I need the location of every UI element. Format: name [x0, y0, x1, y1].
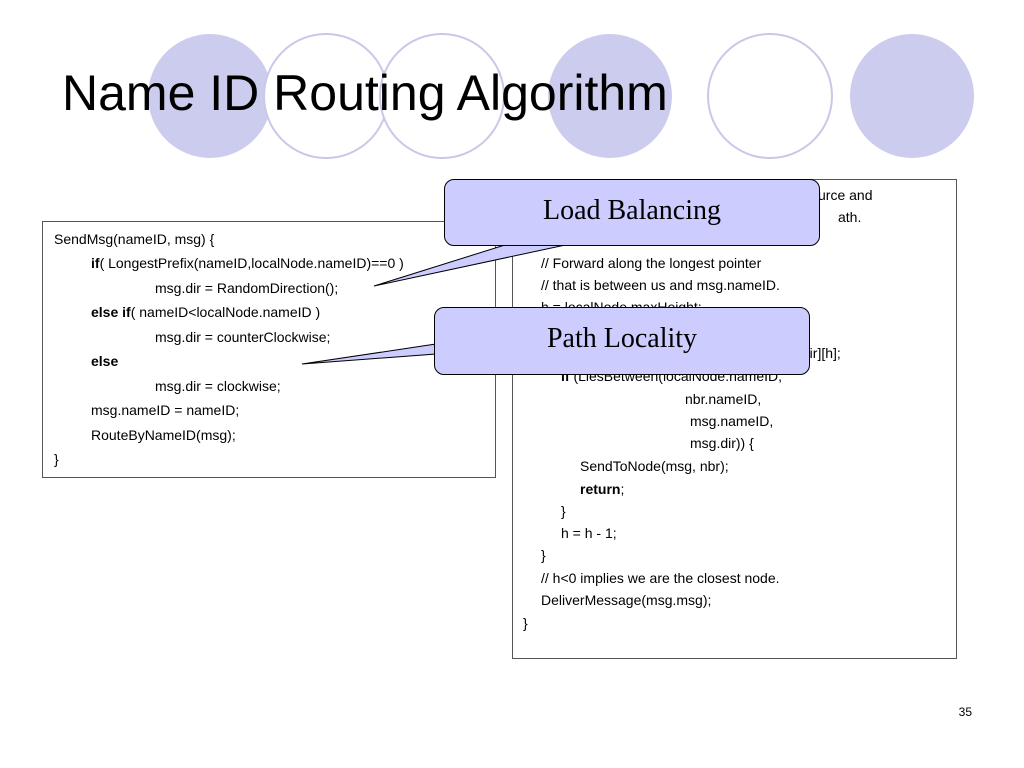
code-text: SendToNode(msg, nbr);: [580, 458, 729, 474]
code-keyword: return: [580, 481, 621, 497]
decorative-circle-filled: [850, 34, 974, 158]
code-line: return;: [580, 480, 624, 498]
code-text: urce and: [818, 187, 873, 203]
code-text: msg.dir = RandomDirection();: [155, 280, 339, 296]
code-line: RouteByNameID(msg);: [91, 426, 236, 444]
code-text: }: [523, 615, 528, 631]
path-locality-callout: Path Locality: [434, 307, 810, 375]
code-keyword: else if: [91, 304, 131, 320]
code-text: ath.: [838, 209, 862, 225]
code-line: msg.dir = clockwise;: [155, 377, 281, 395]
code-line: // Forward along the longest pointer: [541, 254, 761, 272]
code-text: msg.nameID,: [690, 413, 774, 429]
code-text: }: [54, 451, 59, 467]
code-line: msg.dir)) {: [690, 434, 754, 452]
code-line: }: [54, 450, 59, 468]
code-keyword: else: [91, 353, 119, 369]
load-balancing-callout: Load Balancing: [444, 179, 820, 246]
code-text: SendMsg(nameID, msg) {: [54, 231, 215, 247]
code-text: // h<0 implies we are the closest node.: [541, 570, 780, 586]
route-by-name-id-code-box: urce and ath. // Forward along the longest…: [512, 179, 957, 659]
send-msg-code-box: SendMsg(nameID, msg) { if( LongestPrefix(…: [42, 221, 496, 478]
code-text: }: [561, 503, 566, 519]
code-text: // that is between us and msg.nameID.: [541, 277, 780, 293]
code-text: msg.nameID = nameID;: [91, 402, 240, 418]
code-line: // that is between us and msg.nameID.: [541, 276, 780, 294]
code-text: DeliverMessage(msg.msg);: [541, 592, 712, 608]
code-text: ( LongestPrefix(nameID,localNode.nameID)…: [99, 255, 404, 271]
code-line: msg.nameID,: [690, 412, 773, 430]
code-line: msg.nameID = nameID;: [91, 401, 239, 419]
code-line: }: [561, 502, 566, 520]
decorative-circle-filled: [548, 34, 672, 158]
code-text: // Forward along the longest pointer: [541, 255, 762, 271]
code-text: ( nameID<localNode.nameID ): [130, 304, 321, 320]
code-line: urce and: [818, 186, 872, 204]
slide-title: Name ID Routing Algorithm: [62, 65, 668, 121]
code-line: ath.: [838, 208, 861, 226]
code-line: else: [91, 352, 118, 370]
code-keyword: if: [561, 368, 570, 384]
code-line: SendMsg(nameID, msg) {: [54, 230, 214, 248]
code-text: }: [541, 547, 546, 563]
slide-number: 35: [958, 705, 972, 719]
code-line: SendToNode(msg, nbr);: [580, 457, 729, 475]
code-line: }: [541, 546, 546, 564]
code-line: else if( nameID<localNode.nameID ): [91, 303, 320, 321]
code-line: h = h - 1;: [561, 524, 617, 542]
code-line: msg.dir = RandomDirection();: [155, 279, 338, 297]
decorative-circle-outline: [379, 33, 505, 159]
code-line: if( LongestPrefix(nameID,localNode.nameI…: [91, 254, 404, 272]
code-text: msg.dir)) {: [690, 435, 754, 451]
code-text: RouteByNameID(msg);: [91, 427, 236, 443]
code-text: ;: [620, 481, 625, 497]
code-line: nbr.nameID,: [685, 390, 761, 408]
decorative-circle-filled: [148, 34, 272, 158]
decorative-circle-outline: [707, 33, 833, 159]
code-text: msg.dir = counterClockwise;: [155, 329, 331, 345]
code-keyword: if: [91, 255, 100, 271]
code-text: msg.dir = clockwise;: [155, 378, 281, 394]
code-line: DeliverMessage(msg.msg);: [541, 591, 711, 609]
code-line: }: [523, 614, 528, 632]
code-text: nbr.nameID,: [685, 391, 762, 407]
code-text: h = h - 1;: [561, 525, 617, 541]
code-line: msg.dir = counterClockwise;: [155, 328, 330, 346]
code-line: // h<0 implies we are the closest node.: [541, 569, 780, 587]
